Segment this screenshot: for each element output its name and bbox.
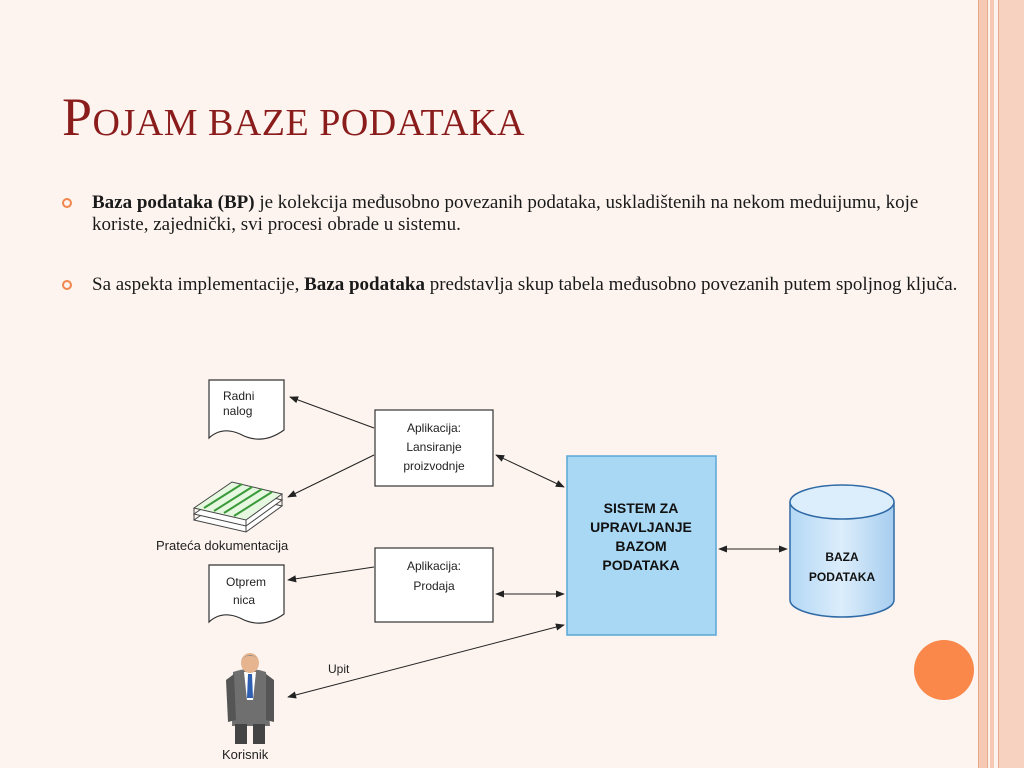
app-label: Aplikacija: [407, 559, 461, 573]
database-cylinder: BAZA PODATAKA [789, 484, 895, 618]
bullet-text: predstavlja skup tabela međusobno poveza… [424, 274, 958, 295]
dbms-rect [566, 455, 717, 636]
app-label: Lansiranje [406, 440, 462, 454]
decor-band [998, 0, 1024, 768]
bullet-circle-icon [62, 280, 72, 290]
decor-band [978, 0, 987, 768]
arrow [495, 454, 565, 488]
cylinder-body [789, 502, 895, 618]
app-label: Aplikacija: [407, 421, 461, 435]
korisnik-label: Korisnik [222, 747, 269, 762]
bullet-list: Baza podataka (BP) je kolekcija međusobn… [62, 192, 962, 334]
slide-title: Pojam baze podataka [62, 86, 525, 148]
decor-band [990, 0, 994, 768]
decor-circle [914, 640, 974, 700]
bullet-item: Sa aspekta implementacije, Baza podataka… [62, 274, 962, 296]
stack-stripe [233, 491, 273, 517]
user-leg [235, 724, 247, 744]
app-box [374, 409, 494, 487]
arrow [289, 396, 375, 429]
user-hair [241, 655, 259, 660]
dbms-label: UPRAVLJANJE [590, 519, 692, 535]
bullet-circle-icon [62, 198, 72, 208]
document-radni-nalog: Radni nalog [208, 379, 285, 440]
dbms-label: SISTEM ZA [604, 500, 679, 516]
decor-line [978, 0, 979, 768]
prateca-caption: Prateća dokumentacija [156, 538, 289, 553]
doc-label: nalog [223, 404, 252, 418]
document-otpremnica: Otprem nica [208, 564, 285, 624]
decor-line [987, 0, 988, 768]
arrow [287, 454, 375, 498]
stack-stripe [203, 483, 243, 509]
title-initial: P [62, 87, 93, 147]
user-tie [247, 674, 253, 698]
db-label: PODATAKA [809, 570, 876, 584]
bullet-text-lead: Sa aspekta implementacije, [92, 274, 305, 295]
app-label: proizvodnje [403, 459, 465, 473]
db-label: BAZA [825, 550, 859, 564]
bullet-term: Baza podataka [304, 274, 425, 295]
decor-line [998, 0, 999, 768]
doc-label: nica [233, 593, 255, 607]
bullet-item: Baza podataka (BP) je kolekcija međusobn… [62, 192, 962, 236]
app-box [374, 547, 494, 623]
upit-label: Upit [328, 662, 350, 676]
document-stack-prateca: Prateća dokumentacija [156, 481, 289, 553]
arrow [287, 566, 375, 583]
user-head [241, 653, 259, 673]
title-rest: ojam baze podataka [92, 102, 525, 144]
document-icon [208, 379, 285, 440]
dbms-box: SISTEM ZA UPRAVLJANJE BAZOM PODATAKA [566, 455, 717, 636]
arrow-upit [287, 623, 565, 699]
user-arm [266, 674, 274, 722]
doc-label: Radni [223, 389, 254, 403]
document-icon [208, 564, 285, 624]
stack-stripe [223, 488, 263, 514]
app-label: Prodaja [413, 579, 455, 593]
dbms-label: BAZOM [615, 538, 666, 554]
app-box-prodaja: Aplikacija: Prodaja [374, 547, 494, 623]
bullet-text: je kolekcija međusobno povezanih podatak… [92, 192, 919, 235]
user-leg [253, 724, 265, 744]
stack-stripe [213, 486, 253, 512]
doc-label: Otprem [226, 575, 266, 589]
user-figure: Korisnik [222, 653, 274, 762]
bullet-term: Baza podataka (BP) [92, 192, 255, 213]
app-box-lansiranje: Aplikacija: Lansiranje proizvodnje [374, 409, 494, 487]
dbms-label: PODATAKA [602, 557, 679, 573]
user-arm [226, 674, 236, 722]
cylinder-top [789, 484, 895, 520]
